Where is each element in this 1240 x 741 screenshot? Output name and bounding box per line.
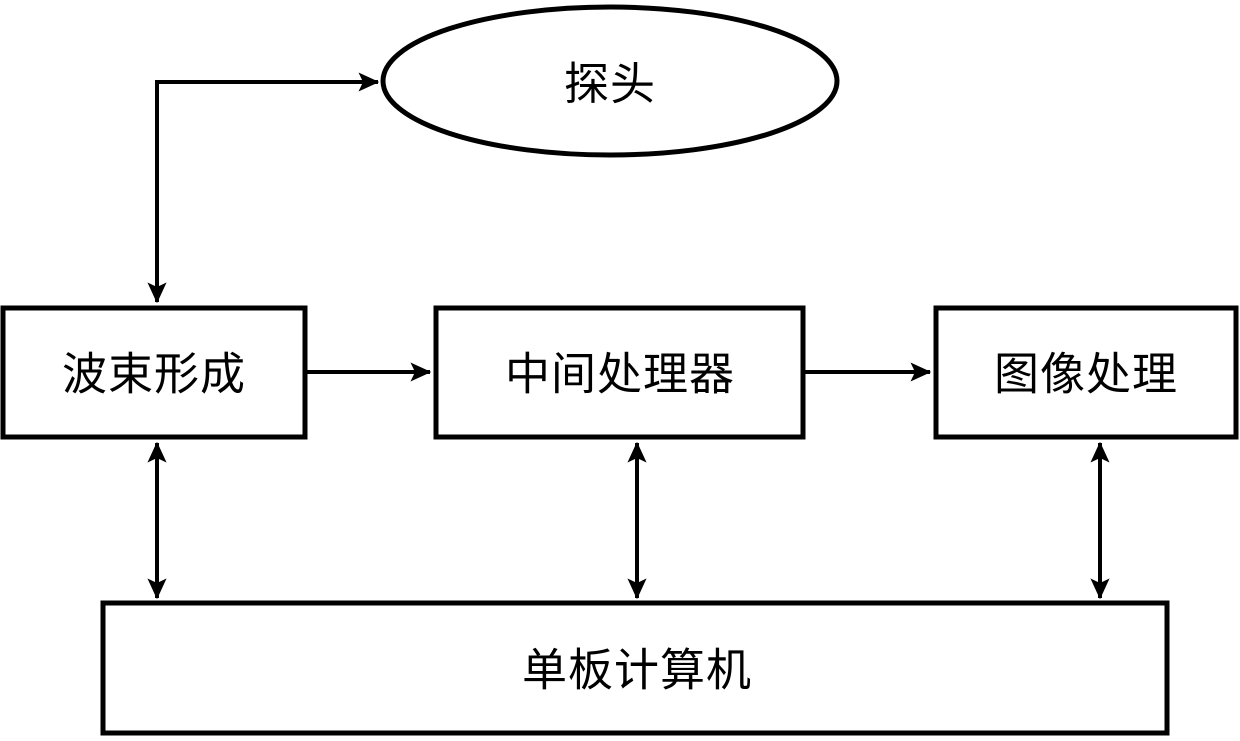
intermediate-processor-rect: [433, 305, 806, 440]
node-intermediate-processor[interactable]: 中间处理器: [433, 305, 806, 440]
beamforming-rect: [0, 305, 308, 440]
node-single-board-computer[interactable]: 单板计算机: [100, 600, 1170, 736]
single-board-computer-label: 单板计算机: [522, 644, 752, 697]
edge-beamforming-to-probe: [147, 72, 380, 304]
image-processing-rect: [933, 305, 1239, 440]
beamforming-label: 波束形成: [62, 348, 246, 401]
node-probe[interactable]: 探头: [380, 4, 840, 158]
image-processing-label: 图像处理: [994, 348, 1178, 401]
intermediate-processor-label: 中间处理器: [505, 348, 735, 401]
probe-ellipse: [380, 4, 840, 158]
probe-label: 探头: [564, 58, 656, 111]
node-beamforming[interactable]: 波束形成: [0, 305, 308, 440]
single-board-computer-rect: [100, 600, 1170, 736]
node-image-processing[interactable]: 图像处理: [933, 305, 1239, 440]
